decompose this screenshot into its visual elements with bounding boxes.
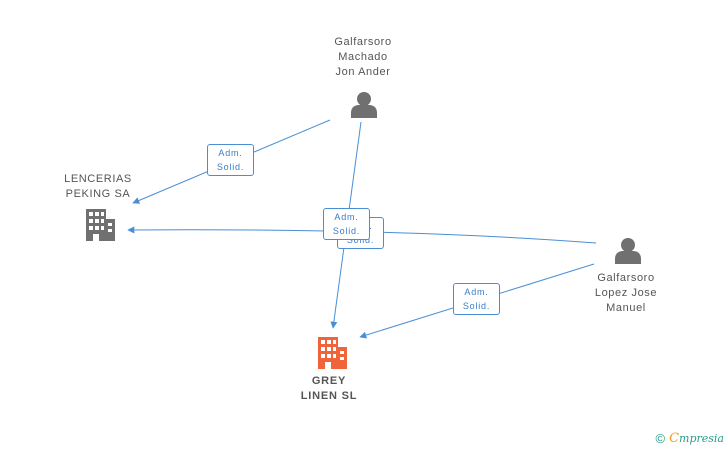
brand-logo: Cmpresia <box>669 431 724 446</box>
node-label-jose-manuel[interactable]: Galfarsoro Lopez Jose Manuel <box>594 272 658 314</box>
node-label-jon-ander[interactable]: Galfarsoro Machado Jon Ander <box>334 36 392 78</box>
edge-label-jon-grey[interactable]: Adm. Solid. <box>323 208 370 240</box>
building-icon[interactable] <box>86 209 115 241</box>
node-label-lencerias[interactable]: LENCERIAS PEKING SA <box>64 173 132 200</box>
edge-label-jose-grey[interactable]: Adm. Solid. <box>453 283 500 315</box>
node-label-grey-linen[interactable]: GREY LINEN SL <box>300 375 358 402</box>
person-icon[interactable] <box>615 238 641 264</box>
building-icon-main[interactable] <box>318 337 347 369</box>
copyright-symbol: © <box>655 431 666 446</box>
edge-jon-grey <box>330 121 362 329</box>
footer-brand: © Cmpresia <box>655 431 724 446</box>
edge-label-jon-lencerias[interactable]: Adm. Solid. <box>207 144 254 176</box>
person-icon[interactable] <box>351 92 377 118</box>
